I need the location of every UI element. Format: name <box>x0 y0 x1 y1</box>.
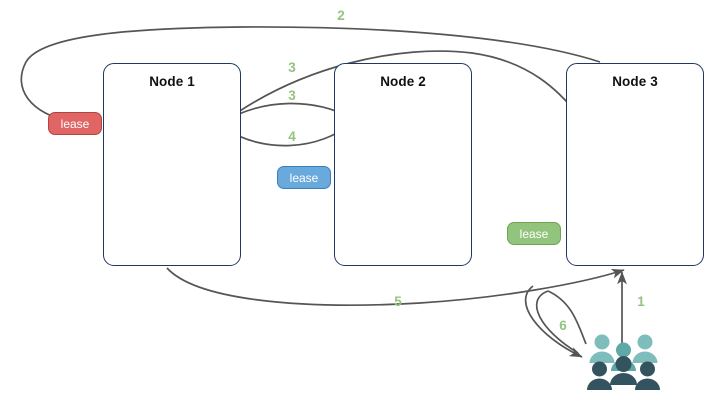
lease-badge-blue[interactable]: lease <box>277 166 331 189</box>
step-label-5: 5 <box>394 294 402 309</box>
node-title: Node 3 <box>612 74 658 89</box>
lease-badge-green[interactable]: lease <box>507 222 561 245</box>
node-container-3[interactable]: Node 3 <box>566 63 704 266</box>
step-label-3-upper: 3 <box>288 60 296 75</box>
step-label-1: 1 <box>637 294 645 309</box>
node-title: Node 1 <box>149 74 195 89</box>
node-title: Node 2 <box>380 74 426 89</box>
step-label-6: 6 <box>559 318 567 333</box>
node-container-2[interactable]: Node 2 <box>334 63 472 266</box>
users-group-icon <box>587 334 660 390</box>
step-label-3-lower: 3 <box>288 88 296 103</box>
node-container-1[interactable]: Node 1 <box>103 63 241 266</box>
connector-step-3-to-node2 <box>223 102 352 123</box>
lease-badge-red[interactable]: lease <box>48 112 102 135</box>
step-label-2: 2 <box>337 8 345 23</box>
step-label-4: 4 <box>288 129 296 144</box>
